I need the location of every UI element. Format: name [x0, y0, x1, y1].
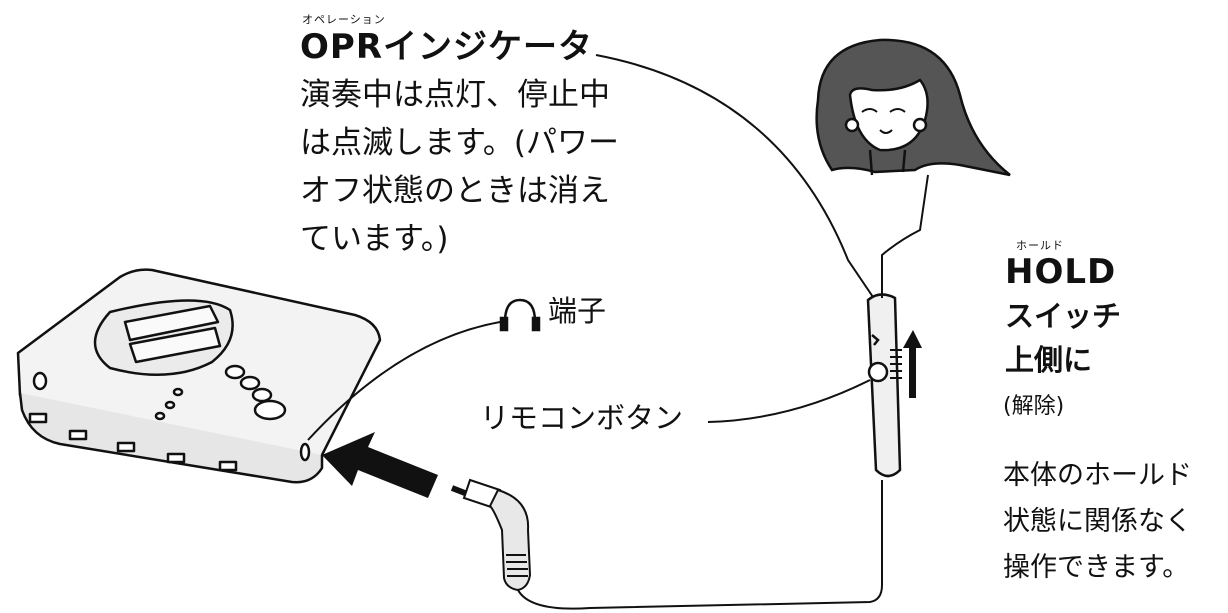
- remote-control: [866, 293, 902, 478]
- jack-label: 端子: [548, 294, 607, 328]
- slide-up-arrow: [903, 330, 922, 398]
- jack-cable: [307, 321, 501, 441]
- insert-arrow: [322, 432, 438, 498]
- hold-line-3: (解除): [1003, 394, 1065, 419]
- opr-desc-line-2: は点滅します。(パワー: [300, 125, 619, 161]
- plug: [450, 478, 532, 592]
- opr-desc-line-1: 演奏中は点灯、停止中: [300, 77, 610, 113]
- opr-ruby: オペレーション: [302, 13, 386, 26]
- hold-title: HOLD: [1005, 252, 1117, 292]
- opr-desc-line-4: ています。): [300, 221, 449, 257]
- opr-leader: [595, 54, 876, 301]
- hold-note-line-3: 操作できます。: [1003, 552, 1190, 583]
- person-with-earphones: [815, 38, 1011, 177]
- opr-title: OPRインジケータ: [300, 27, 594, 67]
- hold-line-1: スイッチ: [1005, 299, 1122, 333]
- hold-note-line-1: 本体のホールド: [1003, 460, 1192, 491]
- headphone-icon: [499, 298, 541, 332]
- hold-note-line-2: 状態に関係なく: [1003, 506, 1192, 537]
- earphone-cable: [881, 174, 929, 298]
- cd-player: [16, 268, 382, 484]
- hold-ruby: ホールド: [1016, 239, 1064, 252]
- plug-cable: [517, 480, 883, 610]
- remote-button-leader: [707, 379, 871, 423]
- hold-line-2: 上側に: [1005, 343, 1093, 377]
- opr-desc-line-3: オフ状態のときは消え: [300, 173, 610, 209]
- remote-button-label: リモコンボタン: [480, 401, 684, 435]
